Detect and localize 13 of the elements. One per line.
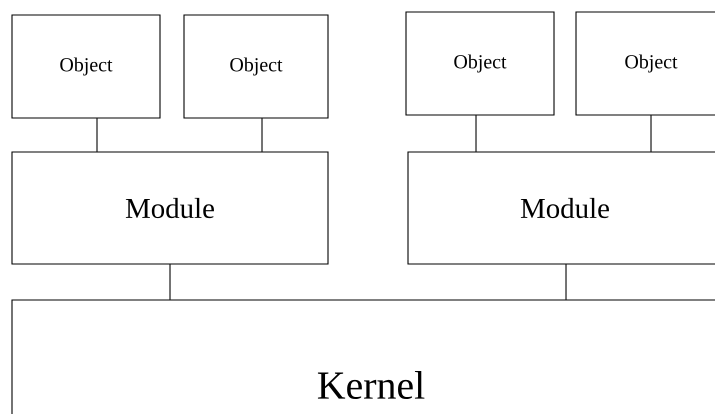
module-box: Module (407, 151, 715, 265)
connector-line (565, 264, 567, 300)
module-box: Module (11, 151, 329, 265)
connector-line (475, 116, 477, 152)
connector-line (169, 264, 171, 300)
connector-line (650, 116, 652, 152)
connector-line (261, 118, 263, 152)
connector-line (96, 118, 98, 152)
kernel-box: Kernel (11, 299, 715, 414)
object-box: Object (11, 14, 161, 119)
object-box: Object (405, 11, 555, 116)
object-box: Object (575, 11, 715, 116)
object-box: Object (183, 14, 329, 119)
